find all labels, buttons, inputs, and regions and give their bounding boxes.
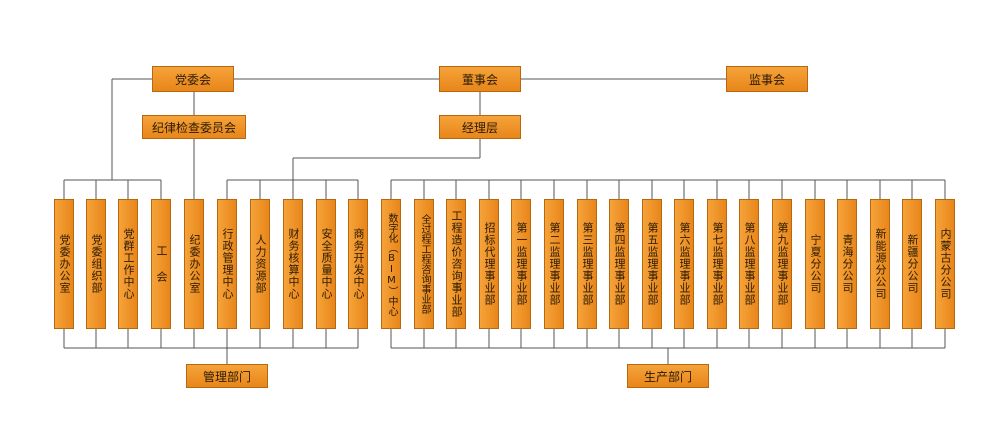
dept-label: 第三监理事业部 bbox=[581, 222, 594, 306]
party-committee-label: 党委会 bbox=[174, 72, 211, 87]
manager-label: 经理层 bbox=[461, 120, 498, 135]
dept-label: 党委组织部 bbox=[90, 234, 103, 294]
dept-box: 全过程工程咨询事业部 bbox=[414, 199, 434, 329]
dept-label: 第四监理事业部 bbox=[613, 222, 626, 306]
management-group-label: 管理部门 bbox=[202, 369, 251, 384]
dept-label: 安全质量中心 bbox=[320, 228, 333, 300]
dept-box: 青海分公司 bbox=[837, 199, 857, 329]
dept-label: 第二监理事业部 bbox=[548, 222, 561, 306]
dept-label: 行政管理中心 bbox=[221, 228, 234, 300]
dept-box: 第七监理事业部 bbox=[707, 199, 727, 329]
management-group-box: 管理部门 bbox=[186, 364, 268, 388]
dept-box: 新疆分公司 bbox=[902, 199, 922, 329]
management-bottom-drops bbox=[63, 329, 359, 348]
dept-box: 新能源分公司 bbox=[870, 199, 890, 329]
dept-box: 党群工作中心 bbox=[118, 199, 138, 329]
production-bottom-drops bbox=[390, 329, 946, 348]
dept-label: 全过程工程咨询事业部 bbox=[419, 214, 430, 314]
dept-label: 青海分公司 bbox=[841, 234, 854, 294]
dept-box: 招标代理事业部 bbox=[479, 199, 499, 329]
board-box: 董事会 bbox=[439, 66, 521, 92]
dept-label: 商务开发中心 bbox=[352, 228, 365, 300]
dept-label: 党委办公室 bbox=[58, 234, 71, 294]
dept-box: 党委办公室 bbox=[54, 199, 74, 329]
dept-box: 党委组织部 bbox=[86, 199, 106, 329]
production-group-label: 生产部门 bbox=[643, 369, 692, 384]
party-committee-box: 党委会 bbox=[152, 66, 234, 92]
dept-box: 第八监理事业部 bbox=[739, 199, 759, 329]
supervisory-board-label: 监事会 bbox=[748, 72, 785, 87]
dept-label: 第九监理事业部 bbox=[776, 222, 789, 306]
dept-label: 新能源分公司 bbox=[874, 228, 887, 300]
production-top-drops bbox=[390, 180, 946, 199]
dept-box: 第五监理事业部 bbox=[642, 199, 662, 329]
dept-label: 数字化（BIM）中心 bbox=[386, 212, 397, 316]
dept-label: 宁夏分公司 bbox=[809, 234, 822, 294]
dept-box: 数字化（BIM）中心 bbox=[381, 199, 401, 329]
discipline-committee-box: 纪律检查委员会 bbox=[142, 115, 246, 139]
dept-label: 招标代理事业部 bbox=[483, 222, 496, 306]
dept-box: 第三监理事业部 bbox=[577, 199, 597, 329]
dept-box: 安全质量中心 bbox=[316, 199, 336, 329]
dept-label: 第六监理事业部 bbox=[678, 222, 691, 306]
dept-label: 内蒙古分公司 bbox=[939, 228, 952, 300]
dept-label: 党群工作中心 bbox=[122, 228, 135, 300]
dept-box: 工程造价咨询事业部 bbox=[446, 199, 466, 329]
dept-box: 第四监理事业部 bbox=[609, 199, 629, 329]
dept-label: 第一监理事业部 bbox=[515, 222, 528, 306]
dept-label: 工程造价咨询事业部 bbox=[450, 210, 463, 318]
dept-label: 第八监理事业部 bbox=[743, 222, 756, 306]
production-group-box: 生产部门 bbox=[627, 364, 709, 388]
dept-label: 第七监理事业部 bbox=[711, 222, 724, 306]
supervisory-board-box: 监事会 bbox=[726, 66, 808, 92]
manager-box: 经理层 bbox=[439, 115, 521, 139]
dept-box: 第九监理事业部 bbox=[772, 199, 792, 329]
dept-box: 内蒙古分公司 bbox=[935, 199, 955, 329]
dept-label: 人力资源部 bbox=[254, 234, 267, 294]
dept-box: 财务核算中心 bbox=[283, 199, 303, 329]
dept-label: 新疆分公司 bbox=[906, 234, 919, 294]
dept-label: 财务核算中心 bbox=[287, 228, 300, 300]
dept-box: 人力资源部 bbox=[250, 199, 270, 329]
dept-label: 第五监理事业部 bbox=[646, 222, 659, 306]
dept-box: 宁夏分公司 bbox=[805, 199, 825, 329]
dept-box: 纪委办公室 bbox=[184, 199, 204, 329]
dept-box: 第二监理事业部 bbox=[544, 199, 564, 329]
dept-box: 第六监理事业部 bbox=[674, 199, 694, 329]
dept-box: 商务开发中心 bbox=[348, 199, 368, 329]
discipline-committee-label: 纪律检查委员会 bbox=[151, 120, 236, 135]
board-label: 董事会 bbox=[461, 72, 498, 87]
dept-label: 纪委办公室 bbox=[188, 234, 201, 294]
dept-box: 第一监理事业部 bbox=[511, 199, 531, 329]
dept-label: 工 会 bbox=[155, 245, 168, 283]
dept-box: 工 会 bbox=[151, 199, 171, 329]
dept-box: 行政管理中心 bbox=[217, 199, 237, 329]
